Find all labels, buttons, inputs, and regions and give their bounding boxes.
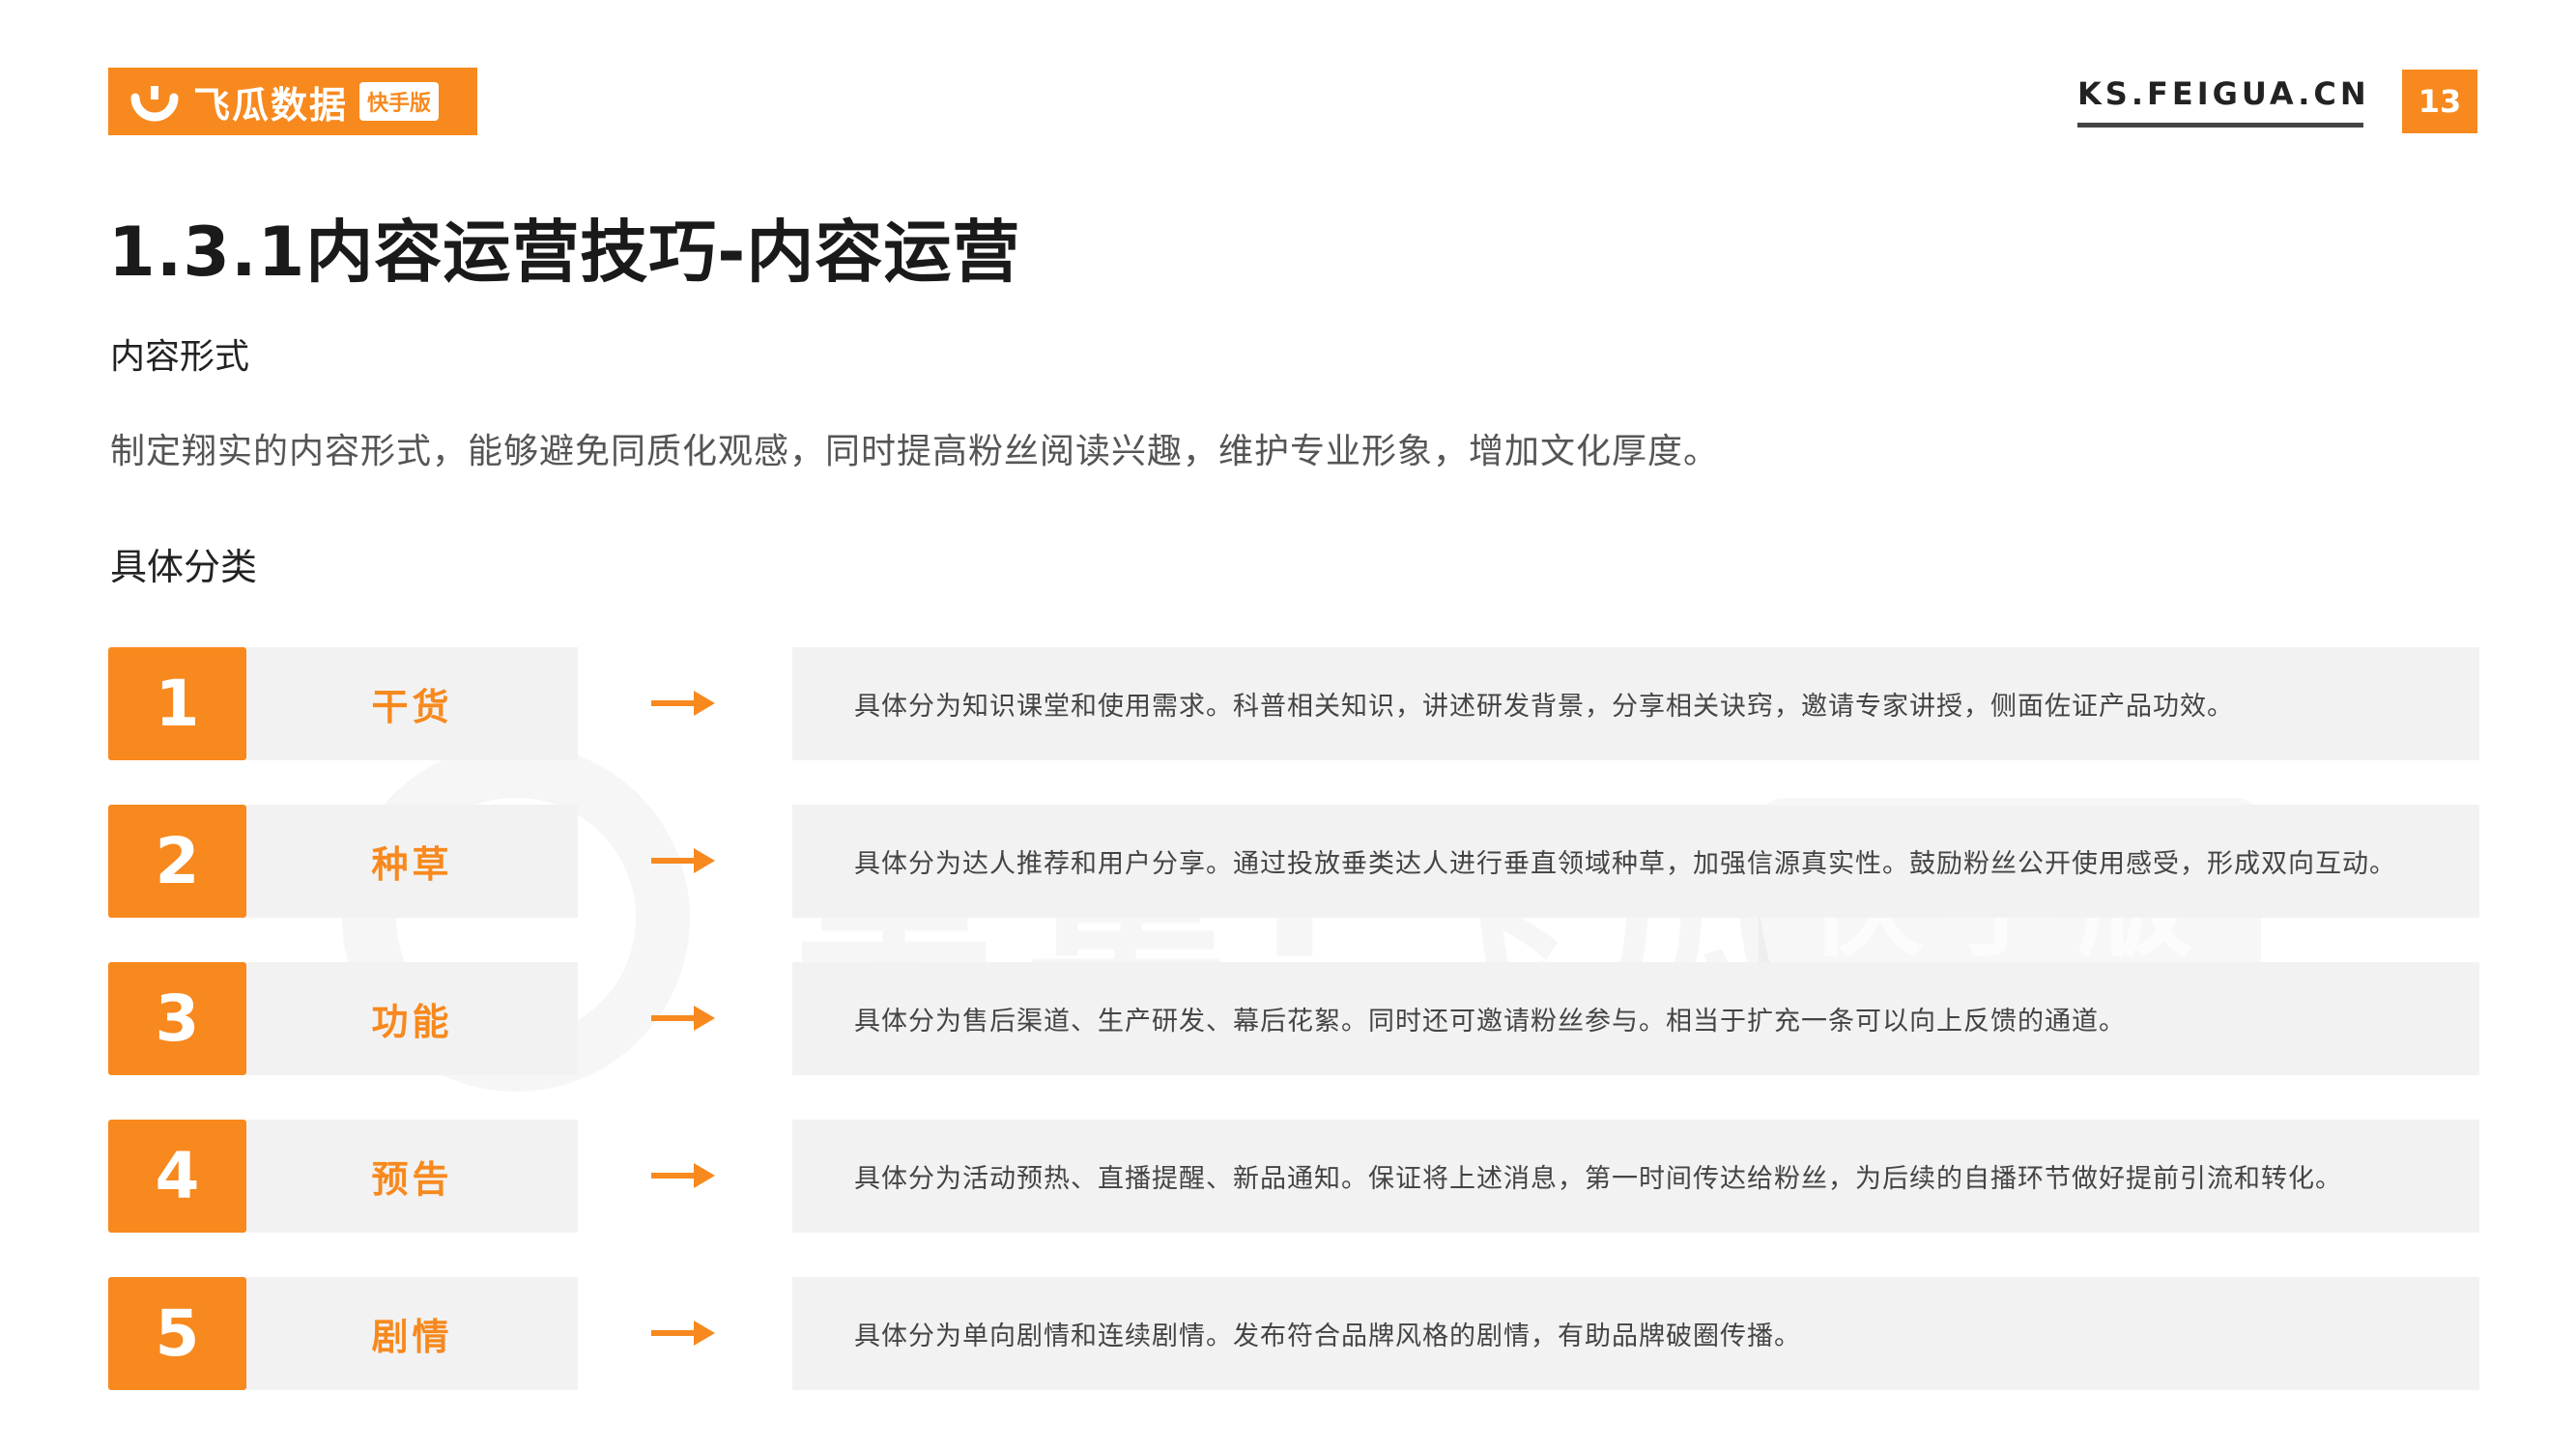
arrow-right-icon bbox=[651, 1321, 715, 1346]
page-number: 13 bbox=[2402, 70, 2477, 133]
category-row-3: 3 功能 具体分为售后渠道、生产研发、幕后花絮。同时还可邀请粉丝参与。相当于扩充… bbox=[108, 962, 2479, 1075]
category-description: 具体分为活动预热、直播提醒、新品通知。保证将上述消息，第一时间传达给粉丝，为后续… bbox=[792, 1120, 2479, 1233]
logo-edition-badge: 快手版 bbox=[359, 82, 440, 121]
category-description: 具体分为售后渠道、生产研发、幕后花絮。同时还可邀请粉丝参与。相当于扩充一条可以向… bbox=[792, 962, 2479, 1075]
category-description: 具体分为单向剧情和连续剧情。发布符合品牌风格的剧情，有助品牌破圈传播。 bbox=[792, 1277, 2479, 1390]
category-number: 5 bbox=[108, 1277, 246, 1390]
category-number: 1 bbox=[108, 647, 246, 760]
category-label: 剧情 bbox=[246, 1277, 578, 1390]
page-title: 1.3.1内容运营技巧-内容运营 bbox=[108, 213, 1021, 292]
feigua-logo-icon bbox=[130, 86, 179, 122]
category-label: 干货 bbox=[246, 647, 578, 760]
category-row-4: 4 预告 具体分为活动预热、直播提醒、新品通知。保证将上述消息，第一时间传达给粉… bbox=[108, 1120, 2479, 1233]
section-label: 内容形式 bbox=[110, 337, 250, 377]
brand-logo[interactable]: 飞瓜数据 快手版 bbox=[108, 68, 477, 135]
arrow-right-icon bbox=[651, 691, 715, 716]
category-row-2: 2 种草 具体分为达人推荐和用户分享。通过投放垂类达人进行垂直领域种草，加强信源… bbox=[108, 805, 2479, 918]
category-label: 功能 bbox=[246, 962, 578, 1075]
arrow-right-icon bbox=[651, 1006, 715, 1031]
subsection-label: 具体分类 bbox=[110, 546, 258, 588]
category-row-1: 1 干货 具体分为知识课堂和使用需求。科普相关知识，讲述研发背景，分享相关诀窍，… bbox=[108, 647, 2479, 760]
site-url-link[interactable]: KS.FEIGUA.CN bbox=[2077, 75, 2366, 128]
logo-text: 飞瓜数据 bbox=[193, 83, 349, 127]
category-label: 种草 bbox=[246, 805, 578, 918]
category-description: 具体分为知识课堂和使用需求。科普相关知识，讲述研发背景，分享相关诀窍，邀请专家讲… bbox=[792, 647, 2479, 760]
category-number: 4 bbox=[108, 1120, 246, 1233]
category-description: 具体分为达人推荐和用户分享。通过投放垂类达人进行垂直领域种草，加强信源真实性。鼓… bbox=[792, 805, 2479, 918]
category-label: 预告 bbox=[246, 1120, 578, 1233]
section-description: 制定翔实的内容形式，能够避免同质化观感，同时提高粉丝阅读兴趣，维护专业形象，增加… bbox=[110, 432, 1720, 471]
arrow-right-icon bbox=[651, 1163, 715, 1188]
category-row-5: 5 剧情 具体分为单向剧情和连续剧情。发布符合品牌风格的剧情，有助品牌破圈传播。 bbox=[108, 1277, 2479, 1390]
category-number: 3 bbox=[108, 962, 246, 1075]
arrow-right-icon bbox=[651, 848, 715, 873]
category-number: 2 bbox=[108, 805, 246, 918]
